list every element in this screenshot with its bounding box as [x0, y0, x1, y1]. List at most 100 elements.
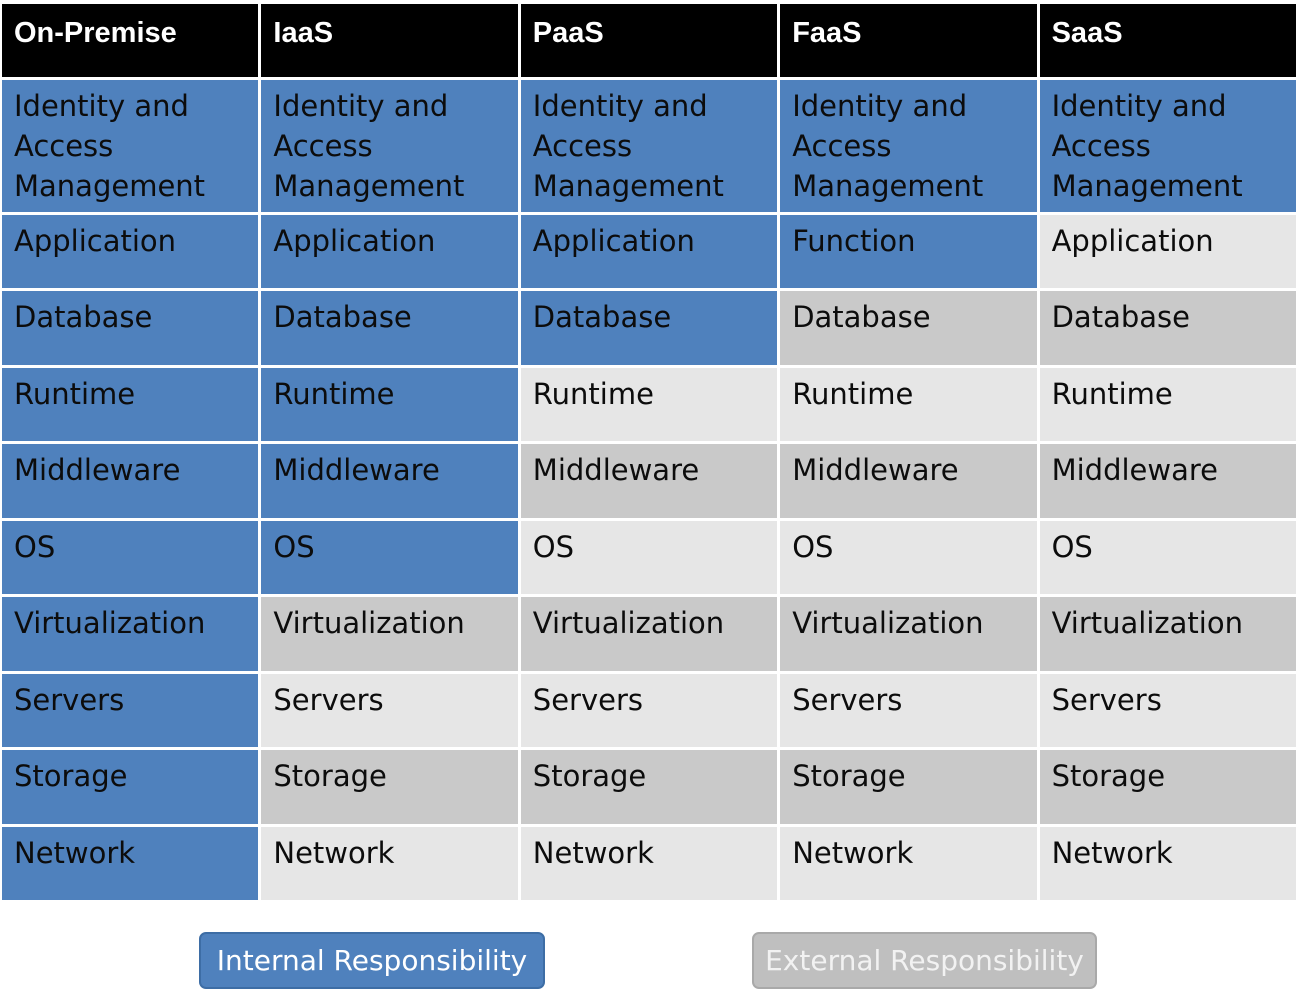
legend-internal-label: Internal Responsibility	[216, 944, 528, 977]
cell-saas-virtualization: Virtualization	[1039, 597, 1296, 671]
cell-label: Middleware	[14, 453, 181, 488]
cell-paas-servers: Servers	[520, 673, 778, 748]
cell-saas-runtime: Runtime	[1039, 367, 1296, 442]
cell-on-premise-middleware: Middleware	[2, 444, 259, 518]
cell-on-premise-os: OS	[2, 520, 259, 595]
cell-on-premise-identity-and-access-management: Identity and Access Management	[2, 80, 259, 212]
cell-label: Runtime	[532, 376, 654, 411]
cell-label: Virtualization	[1051, 606, 1243, 641]
cell-label: Runtime	[273, 376, 395, 411]
cell-faas-virtualization: Virtualization	[780, 597, 1037, 671]
cell-saas-network: Network	[1039, 826, 1296, 900]
column-header-on-premise: On-Premise	[2, 4, 259, 77]
cell-faas-os: OS	[780, 520, 1037, 595]
cell-iaas-virtualization: Virtualization	[261, 597, 518, 671]
cell-label: Middleware	[273, 453, 440, 488]
column-header-saas: SaaS	[1039, 4, 1296, 77]
cell-label: Network	[1051, 835, 1173, 870]
cell-label: Storage	[1051, 759, 1166, 794]
cell-on-premise-database: Database	[2, 291, 259, 365]
cell-on-premise-network: Network	[2, 826, 259, 900]
cell-label: OS	[1051, 529, 1093, 564]
cell-saas-storage: Storage	[1039, 750, 1296, 824]
cell-on-premise-virtualization: Virtualization	[2, 597, 259, 671]
cell-saas-servers: Servers	[1039, 673, 1296, 748]
cell-label: Storage	[532, 759, 647, 794]
cell-paas-virtualization: Virtualization	[520, 597, 778, 671]
cell-label: Storage	[792, 759, 906, 794]
column-header-paas: PaaS	[520, 4, 778, 77]
cell-on-premise-application: Application	[2, 215, 259, 289]
cell-paas-runtime: Runtime	[520, 367, 778, 442]
cell-faas-database: Database	[780, 291, 1037, 365]
cell-iaas-network: Network	[261, 826, 518, 900]
cell-paas-os: OS	[520, 520, 778, 595]
cell-iaas-middleware: Middleware	[261, 444, 518, 518]
cell-label: Application	[1051, 224, 1214, 258]
cell-paas-identity-and-access-management: Identity and Access Management	[520, 80, 778, 212]
cell-iaas-application: Application	[261, 215, 518, 289]
cell-faas-runtime: Runtime	[780, 367, 1037, 442]
cell-label: Application	[532, 224, 695, 258]
cell-label: Network	[532, 835, 654, 870]
cell-iaas-os: OS	[261, 520, 518, 595]
cell-faas-servers: Servers	[780, 673, 1037, 748]
legend-external-label: External Responsibility	[765, 944, 1084, 977]
cell-label: Network	[273, 835, 395, 870]
cell-faas-network: Network	[780, 826, 1037, 900]
legend-external-responsibility: External Responsibility	[752, 932, 1097, 989]
cell-label: Database	[792, 300, 931, 335]
cell-label: Identity and Access Management	[792, 89, 984, 203]
cell-label: Network	[792, 835, 914, 870]
cell-paas-storage: Storage	[520, 750, 778, 824]
cell-iaas-runtime: Runtime	[261, 367, 518, 442]
cell-label: Runtime	[792, 376, 914, 411]
cell-iaas-servers: Servers	[261, 673, 518, 748]
cell-label: Virtualization	[14, 606, 206, 641]
cell-paas-middleware: Middleware	[520, 444, 778, 518]
cell-paas-network: Network	[520, 826, 778, 900]
cell-label: Identity and Access Management	[1051, 89, 1243, 203]
cell-label: OS	[14, 529, 56, 564]
cell-label: OS	[273, 529, 315, 564]
cell-label: Identity and Access Management	[532, 89, 724, 203]
cell-label: Servers	[792, 682, 903, 717]
cell-label: OS	[792, 529, 834, 564]
cell-faas-storage: Storage	[780, 750, 1037, 824]
cell-label: Identity and Access Management	[273, 89, 465, 203]
cell-saas-identity-and-access-management: Identity and Access Management	[1039, 80, 1296, 212]
cell-label: Middleware	[792, 453, 959, 488]
cell-iaas-identity-and-access-management: Identity and Access Management	[261, 80, 518, 212]
cell-label: Application	[14, 224, 177, 258]
cell-faas-middleware: Middleware	[780, 444, 1037, 518]
cell-saas-os: OS	[1039, 520, 1296, 595]
cell-label: Database	[14, 300, 153, 335]
cell-label: Servers	[14, 682, 125, 717]
cell-label: Servers	[273, 682, 384, 717]
cell-saas-application: Application	[1039, 215, 1296, 289]
legend-internal-responsibility: Internal Responsibility	[199, 932, 545, 989]
cell-label: Storage	[14, 759, 128, 794]
cell-label: Virtualization	[532, 606, 725, 641]
cell-on-premise-runtime: Runtime	[2, 367, 259, 442]
cell-iaas-database: Database	[261, 291, 518, 365]
cell-label: Storage	[273, 759, 387, 794]
cell-label: Database	[1051, 300, 1190, 335]
cell-label: Identity and Access Management	[14, 89, 206, 203]
cell-label: Database	[532, 300, 672, 335]
cell-faas-identity-and-access-management: Identity and Access Management	[780, 80, 1037, 212]
cell-label: Runtime	[14, 376, 136, 411]
cell-faas-function: Function	[780, 215, 1037, 289]
cell-label: Servers	[1051, 682, 1162, 717]
cell-paas-database: Database	[520, 291, 778, 365]
cell-saas-middleware: Middleware	[1039, 444, 1296, 518]
cell-label: Middleware	[532, 453, 700, 488]
cell-label: Virtualization	[792, 606, 984, 641]
cell-label: Middleware	[1051, 453, 1219, 488]
cell-label: Function	[792, 224, 916, 258]
cell-label: OS	[532, 529, 575, 564]
cell-label: Application	[273, 224, 436, 258]
cell-on-premise-servers: Servers	[2, 673, 259, 748]
column-header-faas: FaaS	[780, 4, 1037, 77]
